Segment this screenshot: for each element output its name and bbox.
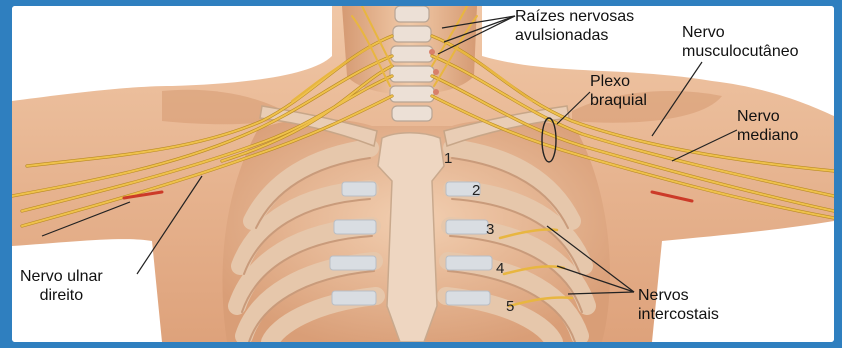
label-musculocutaneous-line2: musculocutâneo [682,42,799,61]
label-median-line2: mediano [737,126,798,145]
rib-number-5: 5 [506,298,514,315]
label-right-ulnar-nerve: Nervo ulnar direito [20,267,103,305]
anatomy-illustration: 1 2 3 4 5 Raízes nervosas avulsionadas N… [12,6,834,342]
label-brachial-plexus-line2: braquial [590,91,647,110]
rib-number-4: 4 [496,260,504,277]
label-musculocutaneous-line1: Nervo [682,23,799,42]
label-avulsed-roots-line1: Raízes nervosas [515,7,634,26]
rib-number-1: 1 [444,150,452,167]
label-intercostal-line1: Nervos [638,286,719,305]
label-median-nerve: Nervo mediano [737,107,798,145]
label-ulnar-line1: Nervo ulnar [20,267,103,286]
label-avulsed-roots-line2: avulsionadas [515,26,634,45]
label-musculocutaneous-nerve: Nervo musculocutâneo [682,23,799,61]
label-ulnar-line2: direito [20,286,103,305]
rib-number-2: 2 [472,182,480,199]
label-median-line1: Nervo [737,107,798,126]
rib-number-3: 3 [486,221,494,238]
label-intercostal-line2: intercostais [638,305,719,324]
label-intercostal-nerves: Nervos intercostais [638,286,719,324]
label-avulsed-roots: Raízes nervosas avulsionadas [515,7,634,45]
label-brachial-plexus-line1: Plexo [590,72,647,91]
label-brachial-plexus: Plexo braquial [590,72,647,110]
